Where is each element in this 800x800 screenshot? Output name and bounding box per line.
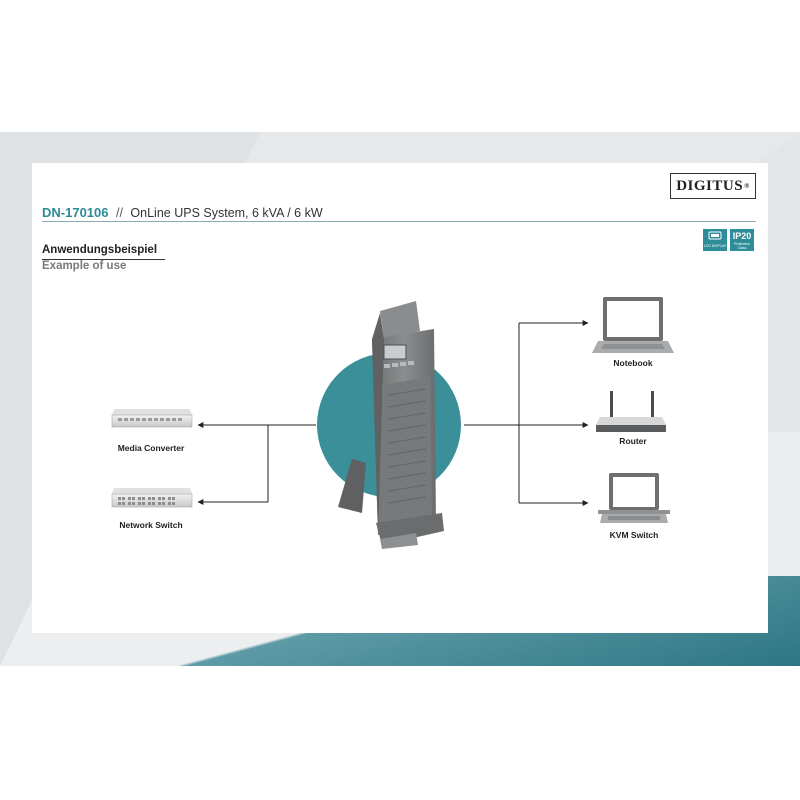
right-connections [464,320,589,506]
section-title-en: Example of use [42,260,127,272]
product-code: DN-170106 [42,205,109,220]
product-title: OnLine UPS System, 6 kVA / 6 kW [130,206,323,220]
section-title-underline [42,259,165,260]
network-switch-icon [111,488,193,508]
left-connections [197,422,316,505]
product-header: DN-170106 // OnLine UPS System, 6 kVA / … [42,205,323,220]
registered-mark: ® [744,182,750,190]
ip20-icon: IP20 [732,231,752,241]
logo-text: DIGITUS [676,177,744,194]
ip20-badge: IP20 Protection Class [730,229,754,251]
ip20-caption: Protection Class [734,242,750,250]
notebook-label: Notebook [613,358,653,368]
lcd-display-caption: LCD DISPLAY [703,244,727,248]
ups-tower-icon [338,301,444,549]
ups-lcd [383,344,407,360]
header-rule [42,221,756,222]
product-card: DIGITUS® DN-170106 // OnLine UPS System,… [32,163,768,633]
network-switch-label: Network Switch [119,520,183,530]
kvm-switch-label: KVM Switch [609,530,659,540]
display-icon [708,231,722,240]
media-converter-icon [111,409,193,428]
router-label: Router [619,436,647,446]
section-title-de: Anwendungsbeispiel [42,244,158,256]
lcd-display-badge: LCD DISPLAY [703,229,727,251]
kvm-switch-icon [598,473,670,523]
connection-diagram [111,297,674,549]
media-converter-label: Media Converter [117,443,185,453]
feature-badges: LCD DISPLAY IP20 Protection Class [703,229,754,251]
digitus-logo: DIGITUS® [670,173,756,199]
header-separator: // [115,206,123,220]
notebook-icon [592,297,674,353]
router-icon [596,391,666,432]
